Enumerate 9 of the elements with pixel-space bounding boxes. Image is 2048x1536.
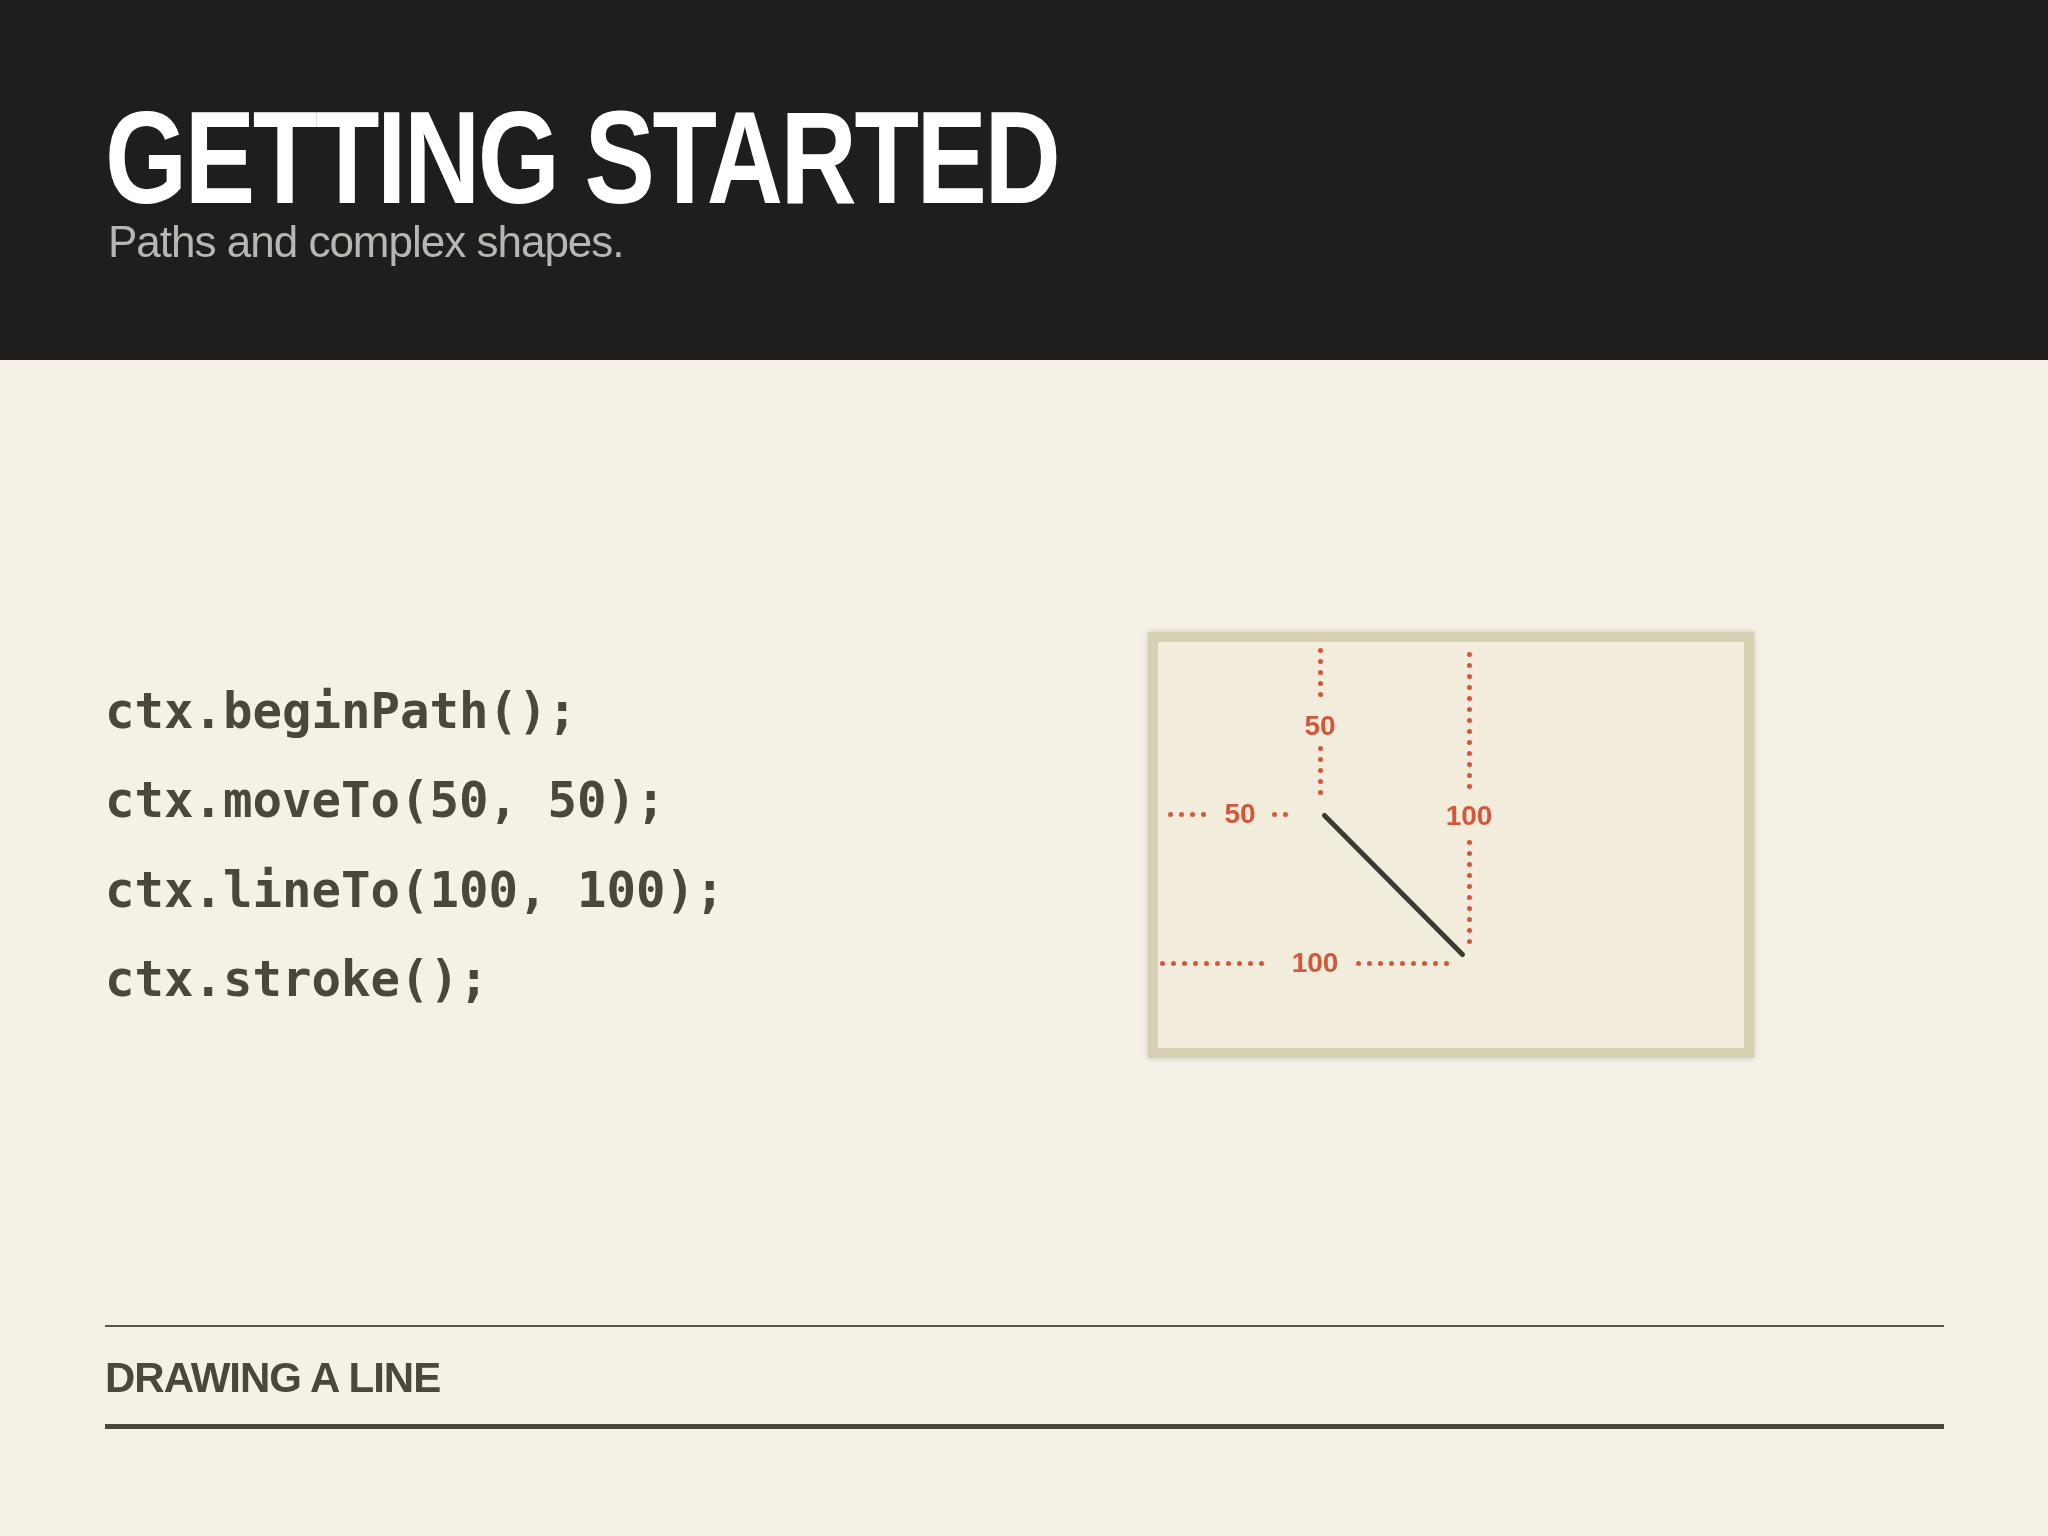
code-line: ctx.beginPath(); — [105, 682, 577, 742]
code-line: ctx.moveTo(50, 50); — [105, 771, 666, 831]
section-heading: DRAWING A LINE — [105, 1354, 441, 1402]
code-line: ctx.stroke(); — [105, 950, 489, 1010]
dimension-label: 100 — [1291, 948, 1339, 978]
dimension-label: 100 — [1445, 801, 1493, 831]
dimension-label: 50 — [1224, 799, 1256, 829]
dimension-label: 50 — [1304, 711, 1336, 741]
code-line: ctx.lineTo(100, 100); — [105, 861, 725, 921]
